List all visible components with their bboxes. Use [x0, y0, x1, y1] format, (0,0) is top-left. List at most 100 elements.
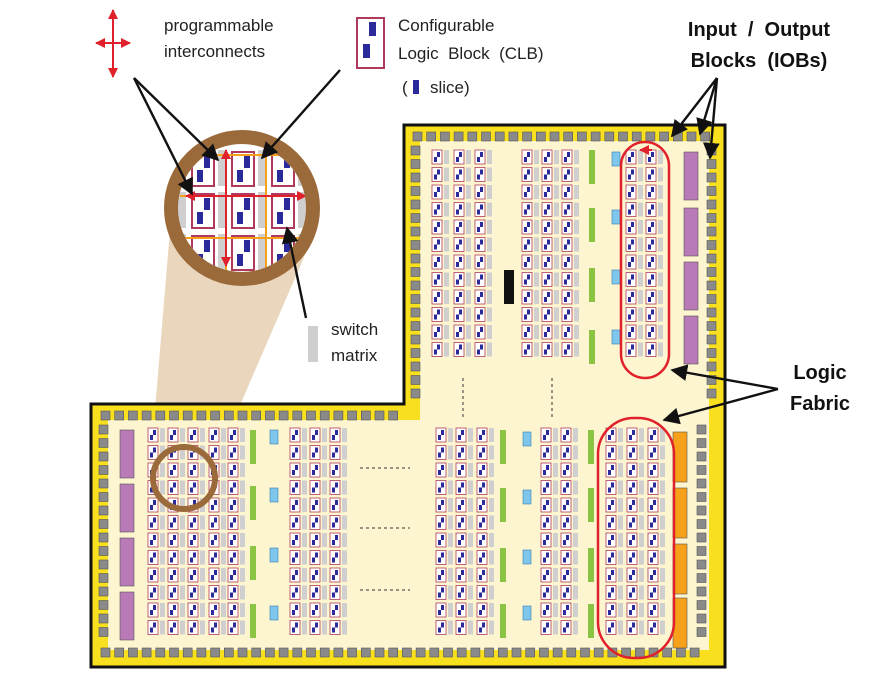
clb: [645, 167, 657, 182]
slice: [566, 570, 569, 575]
lens-slice: [204, 240, 210, 252]
slice: [546, 552, 549, 558]
slice: [312, 540, 315, 545]
slice: [566, 605, 569, 610]
slice: [170, 435, 173, 440]
switch-matrix: [553, 550, 558, 565]
switch-matrix: [534, 185, 539, 199]
slice: [482, 570, 485, 575]
switch-matrix: [534, 202, 539, 217]
clb: [474, 272, 486, 287]
io-pad: [278, 410, 289, 421]
slice: [564, 157, 567, 162]
slice: [631, 274, 634, 280]
clb: [329, 620, 341, 635]
clb: [561, 324, 573, 340]
slice: [546, 430, 549, 435]
dsp-block: [588, 430, 594, 464]
bram-block: [269, 605, 279, 621]
io-pad: [251, 410, 261, 421]
slice: [456, 244, 459, 250]
clb: [187, 532, 199, 548]
clb: [541, 342, 553, 357]
clb: [605, 602, 617, 618]
switch-matrix: [342, 620, 347, 635]
slice: [461, 622, 464, 628]
slice: [544, 279, 547, 285]
clb: [167, 480, 179, 495]
lens-slice: [284, 240, 290, 252]
slice: [648, 227, 651, 232]
slice: [230, 627, 233, 633]
slice: [292, 592, 295, 598]
switch-matrix: [448, 428, 453, 442]
slice: [230, 522, 233, 528]
switch-matrix: [487, 150, 492, 164]
switch-matrix: [200, 603, 205, 617]
io-pad: [98, 505, 109, 516]
slice: [629, 575, 632, 580]
slice: [437, 204, 440, 210]
slice: [543, 540, 546, 545]
slice: [170, 540, 173, 545]
switch-matrix: [180, 480, 185, 495]
clb: [309, 532, 321, 548]
slice: [438, 627, 441, 633]
slice: [150, 487, 153, 493]
clb: [474, 324, 486, 340]
switch-matrix: [639, 568, 644, 582]
slice: [632, 552, 635, 558]
switch-matrix: [638, 202, 643, 217]
clb: [560, 620, 572, 635]
slice: [543, 452, 546, 458]
io-pad: [410, 334, 421, 345]
io-pad: [98, 586, 109, 597]
logic-fabric-label-line1: Logic: [793, 362, 847, 384]
lens-slice: [317, 170, 323, 182]
slice: [458, 505, 461, 510]
slice: [441, 587, 444, 593]
clb: [561, 237, 573, 252]
slice: [335, 570, 338, 575]
slice: [547, 239, 550, 245]
clb: [453, 272, 465, 287]
clb: [647, 567, 659, 583]
clb: [435, 567, 447, 583]
slice: [456, 332, 459, 337]
slice: [567, 327, 570, 332]
io-pad: [169, 410, 179, 421]
clb: [329, 427, 341, 443]
slice: [233, 517, 236, 523]
lens-slice: [197, 170, 203, 182]
io-pad: [410, 307, 421, 318]
lens-clb: [231, 193, 255, 229]
switch-matrix: [448, 550, 453, 565]
io-pad: [706, 375, 717, 385]
lens-slice: [244, 240, 250, 252]
slice: [458, 452, 461, 458]
slice: [482, 605, 485, 610]
clb: [560, 550, 572, 565]
slice: [458, 575, 461, 580]
slice: [632, 430, 635, 435]
switch-matrix: [221, 445, 226, 460]
slice: [295, 587, 298, 593]
switch-matrix: [639, 515, 644, 530]
slice: [434, 244, 437, 250]
slice: [437, 309, 440, 315]
slice: [150, 592, 153, 598]
slice: [563, 435, 566, 440]
switch-matrix: [660, 568, 665, 582]
slice: [527, 222, 530, 227]
slice: [546, 535, 549, 540]
io-pad: [696, 478, 707, 489]
slice: [631, 187, 634, 192]
clb: [626, 550, 638, 565]
slice: [629, 627, 632, 633]
clb: [147, 515, 159, 530]
switch-matrix: [466, 220, 471, 234]
clb: [647, 602, 659, 618]
magnifier-lens: [164, 130, 334, 286]
clb: [435, 462, 447, 478]
lens-clb: [312, 236, 334, 270]
